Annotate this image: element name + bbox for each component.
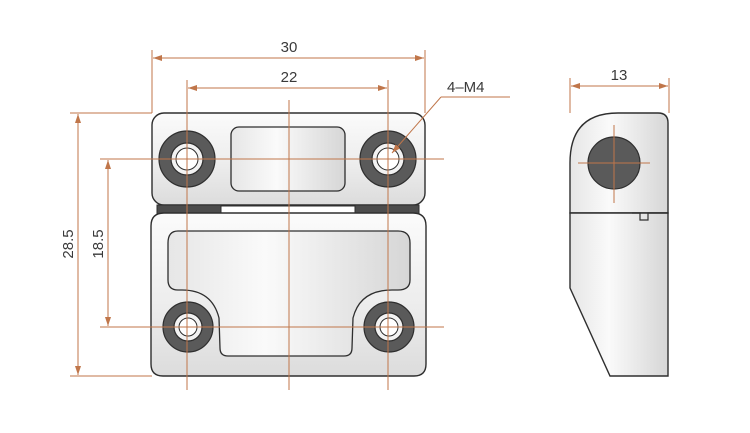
dimension-hole-spacing: 22 <box>188 69 387 91</box>
side-centerlines <box>569 78 670 203</box>
dim-label-13: 13 <box>611 67 628 84</box>
callout-label-4-m4: 4–M4 <box>447 79 485 96</box>
dimension-overall-width: 30 <box>153 39 424 61</box>
dim-label-18-5: 18.5 <box>90 229 107 258</box>
dimension-overall-height: 28.5 <box>60 114 81 375</box>
side-view <box>569 112 669 377</box>
dim-label-22: 22 <box>281 69 298 86</box>
side-lower-body <box>569 212 669 377</box>
dimension-side-width: 13 <box>571 67 668 89</box>
centerlines <box>70 50 444 390</box>
dim-label-30: 30 <box>281 39 298 56</box>
dimension-hole-vertical: 18.5 <box>90 160 111 326</box>
callout-thread: 4–M4 <box>391 79 510 154</box>
dim-label-28-5: 28.5 <box>60 229 77 258</box>
